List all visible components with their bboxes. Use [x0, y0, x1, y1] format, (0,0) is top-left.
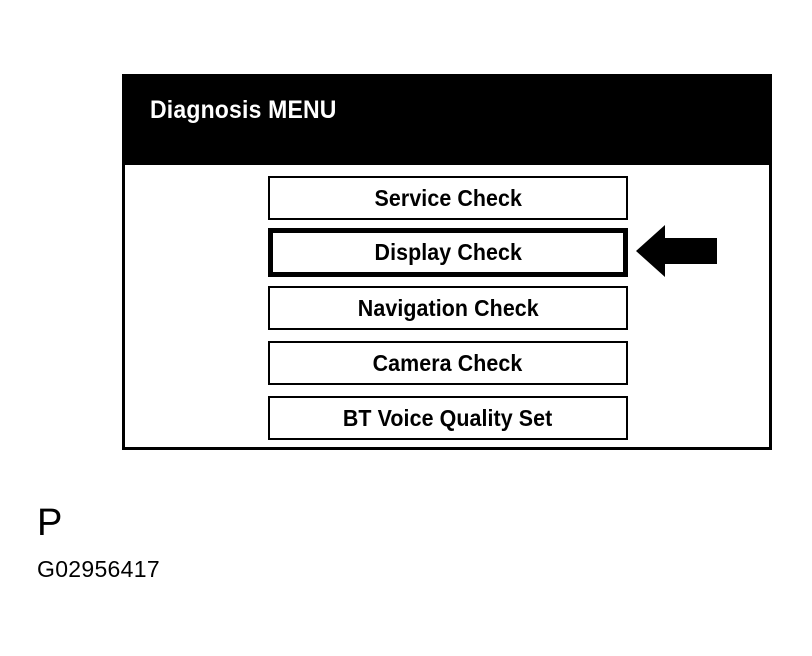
figure-id: G02956417	[37, 556, 160, 582]
caption-letter: P	[37, 502, 63, 544]
menu-item-service-check[interactable]: Service Check	[268, 176, 628, 220]
menu-item-label: BT Voice Quality Set	[343, 404, 553, 431]
menu-item-bt-voice-quality-set[interactable]: BT Voice Quality Set	[268, 396, 628, 440]
menu-item-label: Display Check	[374, 239, 522, 265]
diagnosis-menu-list: Service Check Display Check Navigation C…	[268, 176, 628, 440]
title-bar: Diagnosis MENU	[125, 77, 769, 165]
menu-item-navigation-check[interactable]: Navigation Check	[268, 286, 628, 330]
menu-item-display-check[interactable]: Display Check	[268, 228, 628, 277]
menu-item-label: Service Check	[374, 184, 522, 211]
menu-item-label: Camera Check	[373, 349, 523, 376]
arrow-left-icon	[636, 225, 717, 277]
menu-item-camera-check[interactable]: Camera Check	[268, 341, 628, 385]
menu-item-label: Navigation Check	[357, 294, 539, 321]
page-title: Diagnosis MENU	[150, 96, 337, 124]
